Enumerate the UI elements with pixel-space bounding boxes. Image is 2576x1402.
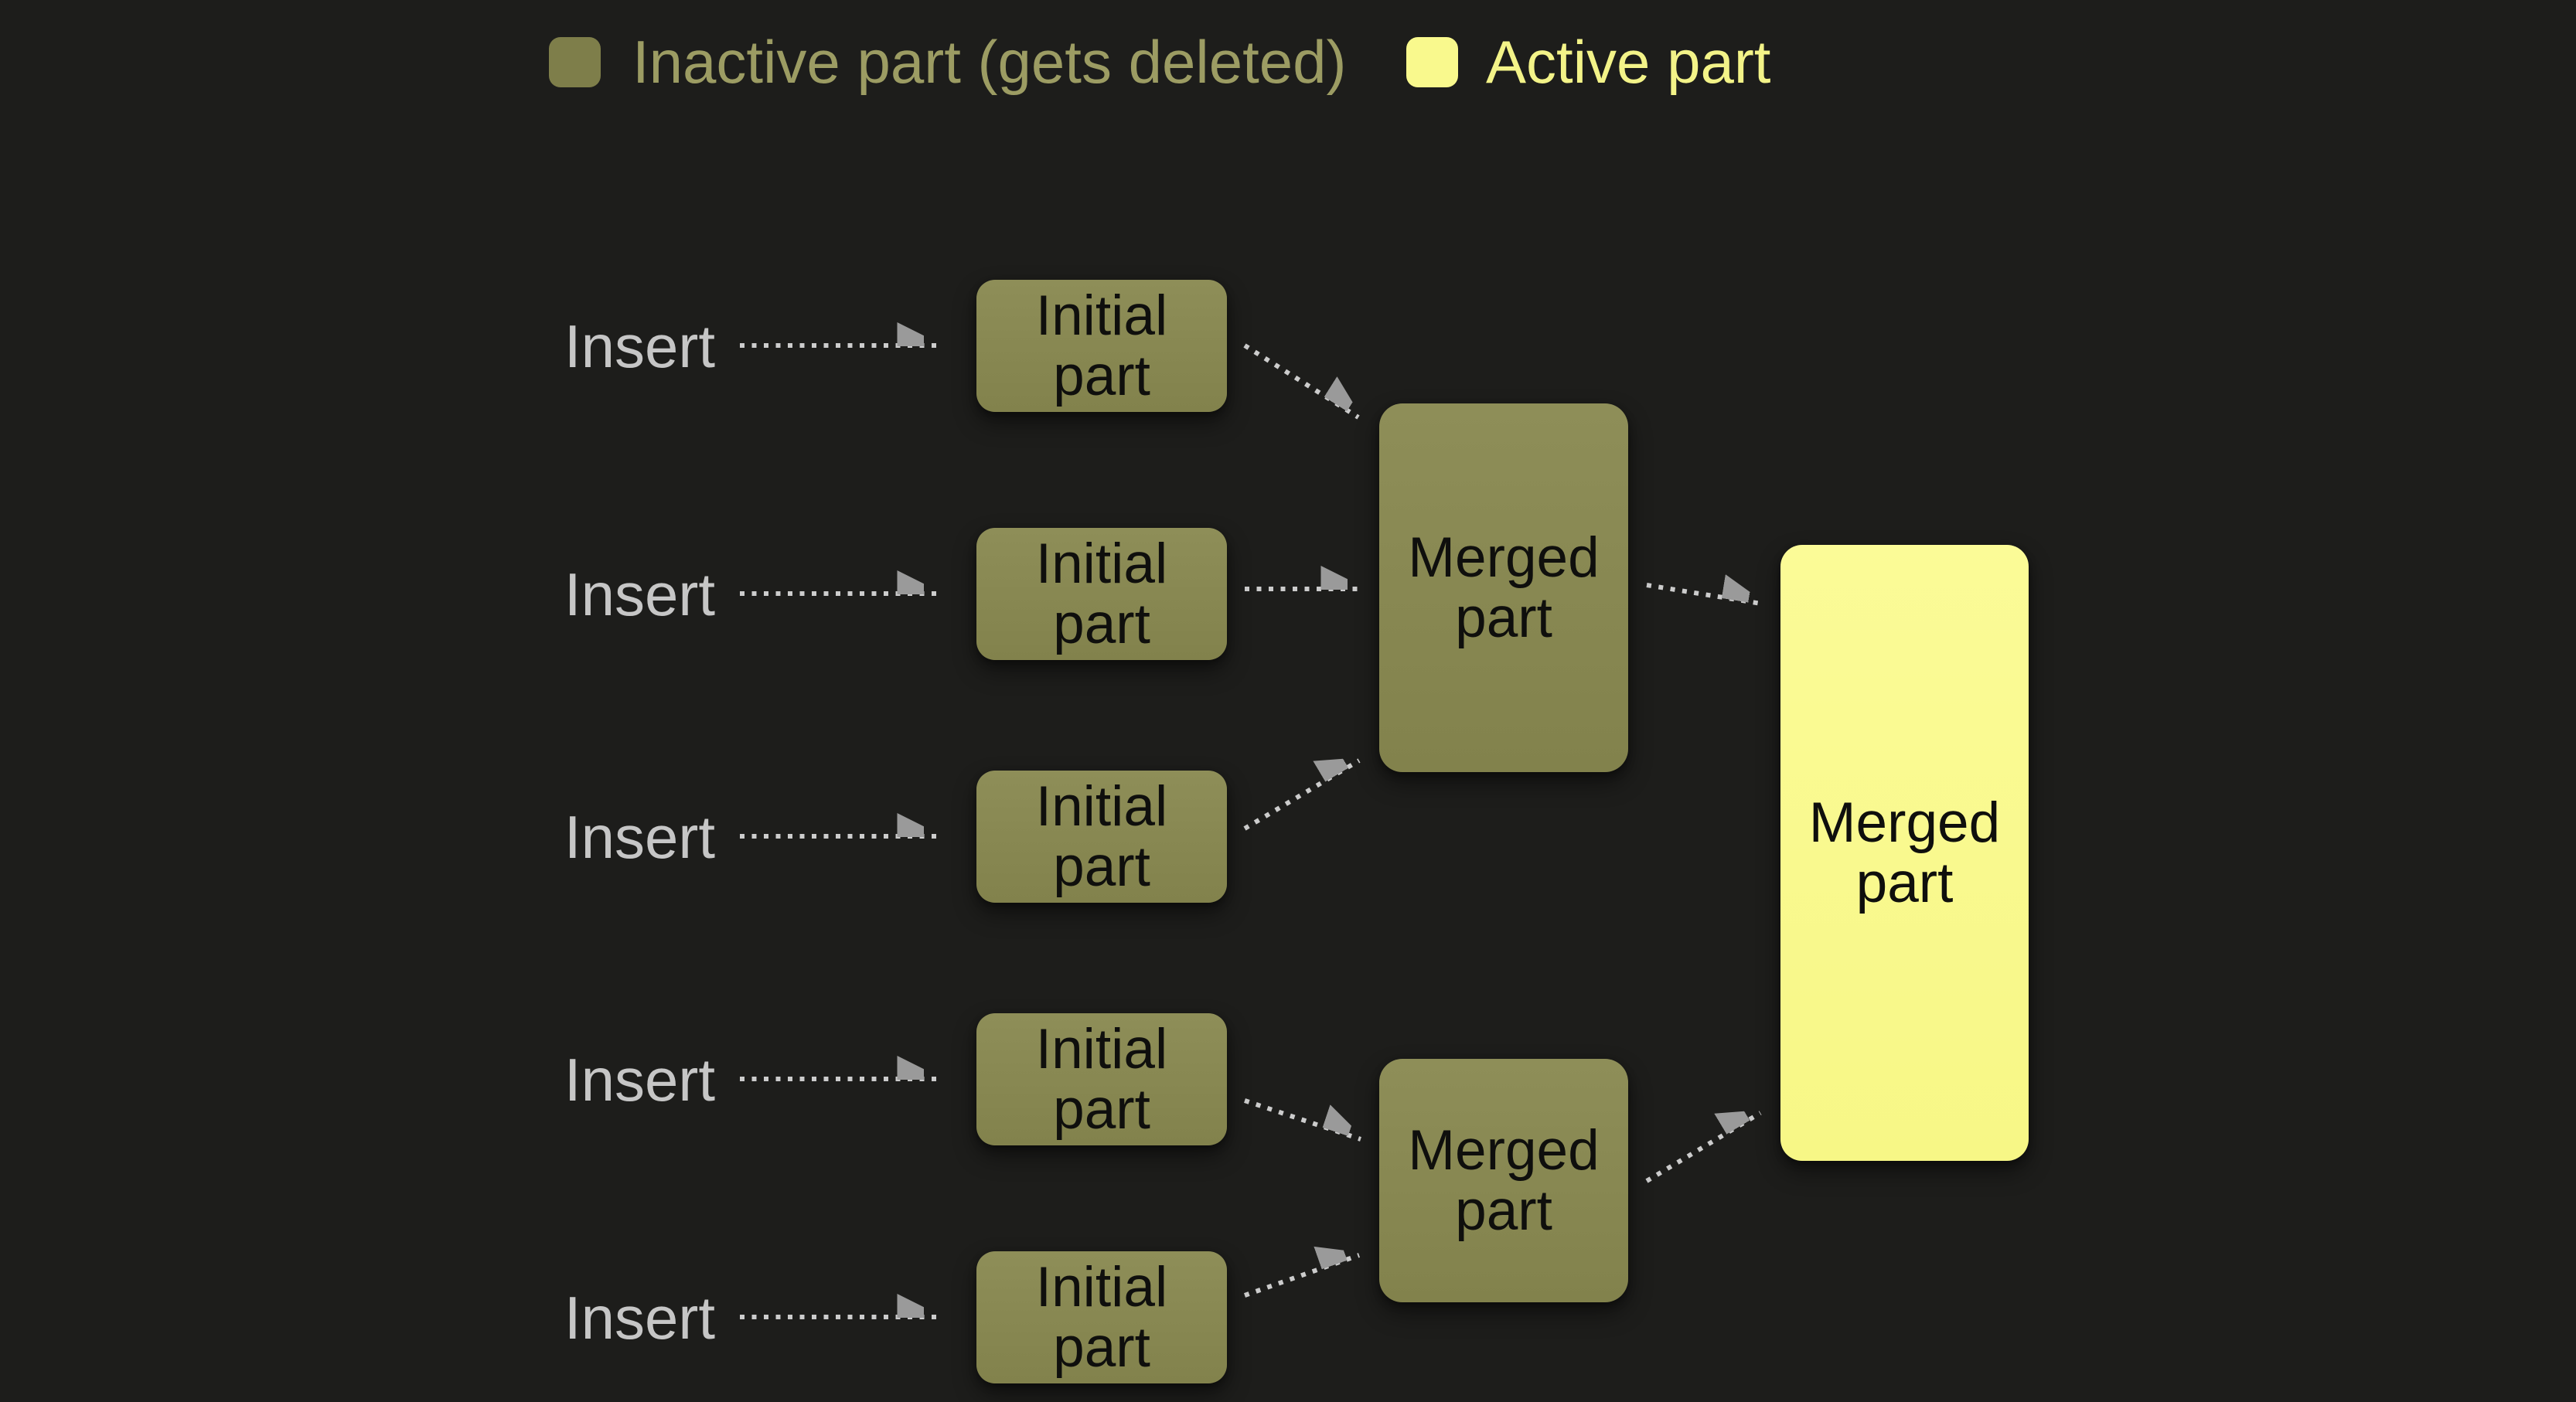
node-label: Initial part: [1035, 1018, 1168, 1141]
node-label: Initial part: [1035, 1256, 1168, 1379]
insert-label-row-3: Insert: [464, 771, 715, 903]
merged-part-node-final-active: Merged part: [1780, 545, 2029, 1161]
initial-part-node-2: Initial part: [976, 528, 1227, 660]
legend-item-active: Active part: [1406, 31, 1770, 93]
legend-item-inactive: Inactive part (gets deleted): [549, 31, 1347, 93]
inactive-part-swatch-icon: [549, 36, 601, 87]
node-label: Initial part: [1035, 533, 1168, 655]
insert-text: Insert: [564, 311, 715, 380]
arrow-initial1-to-merged1: [1243, 343, 1358, 420]
initial-part-node-1: Initial part: [976, 280, 1227, 412]
node-label: Merged part: [1808, 791, 2001, 914]
arrow-initial4-to-merged2: [1244, 1098, 1361, 1142]
merged-part-node-2: Merged part: [1379, 1059, 1628, 1302]
insert-text: Insert: [564, 802, 715, 871]
insert-label-row-2: Insert: [464, 528, 715, 660]
arrow-merged2-to-final: [1645, 1113, 1762, 1183]
insert-text: Insert: [564, 1283, 715, 1352]
merged-part-node-1: Merged part: [1379, 403, 1628, 772]
insert-label-row-1: Insert: [464, 280, 715, 412]
insert-text: Insert: [564, 1045, 715, 1114]
initial-part-node-5: Initial part: [976, 1251, 1227, 1383]
initial-part-node-4: Initial part: [976, 1013, 1227, 1145]
node-label: Merged part: [1408, 526, 1600, 649]
node-label: Initial part: [1035, 284, 1168, 407]
arrow-initial5-to-merged2: [1244, 1255, 1360, 1298]
initial-part-node-3: Initial part: [976, 771, 1227, 903]
insert-label-row-5: Insert: [464, 1251, 715, 1383]
arrow-merged1-to-final: [1646, 585, 1762, 606]
legend-inactive-label: Inactive part (gets deleted): [632, 28, 1347, 96]
legend-active-label: Active part: [1486, 28, 1771, 96]
insert-label-row-4: Insert: [464, 1013, 715, 1145]
node-label: Initial part: [1035, 775, 1168, 898]
insert-text: Insert: [564, 560, 715, 628]
active-part-swatch-icon: [1406, 36, 1458, 87]
node-label: Merged part: [1408, 1119, 1600, 1242]
arrow-initial3-to-merged1: [1243, 761, 1361, 831]
